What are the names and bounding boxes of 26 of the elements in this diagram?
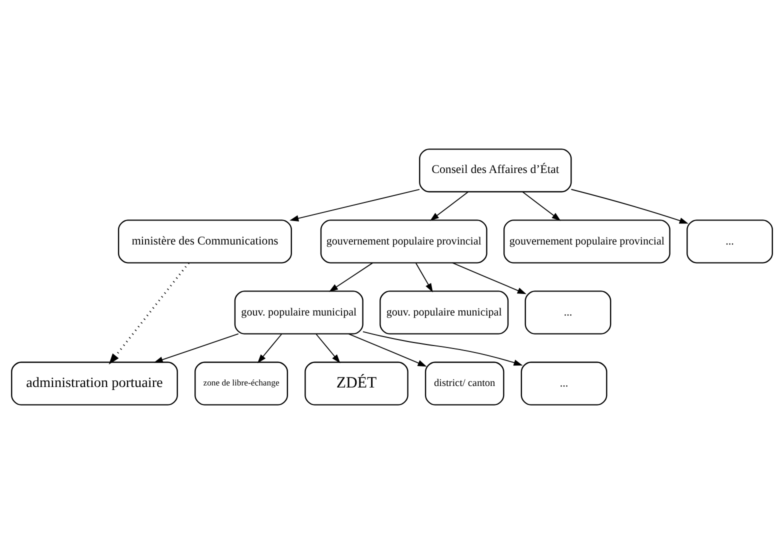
node-box: administration portuaire <box>11 361 178 405</box>
arrow <box>362 330 523 366</box>
arrow <box>108 262 190 364</box>
arrow <box>430 190 469 220</box>
node-box: ministère des Communications <box>118 219 292 263</box>
node-box: gouv. populaire municipal <box>234 290 364 334</box>
arrow <box>452 262 526 294</box>
arrow <box>154 332 239 362</box>
node-box: gouvernement populaire provincial <box>503 219 670 263</box>
node-box: district/ canton <box>424 361 504 405</box>
arrow <box>348 332 427 366</box>
arrow <box>570 188 688 224</box>
arrow <box>328 262 374 292</box>
node-box: ZDÉT <box>304 361 408 405</box>
arrow <box>290 188 420 221</box>
arrow <box>522 190 561 220</box>
node-box: ... <box>520 361 608 405</box>
node-box: gouvernement populaire provincial <box>320 219 488 263</box>
node-box: Conseil des Affaires d’État <box>419 148 572 192</box>
arrow <box>415 262 433 292</box>
arrow <box>316 333 340 363</box>
arrow <box>257 333 282 363</box>
node-box: ... <box>524 290 612 334</box>
node-box: ... <box>686 219 773 263</box>
node-box: gouv. populaire municipal <box>380 290 509 334</box>
node-box: zone de libre-échange <box>194 361 288 405</box>
